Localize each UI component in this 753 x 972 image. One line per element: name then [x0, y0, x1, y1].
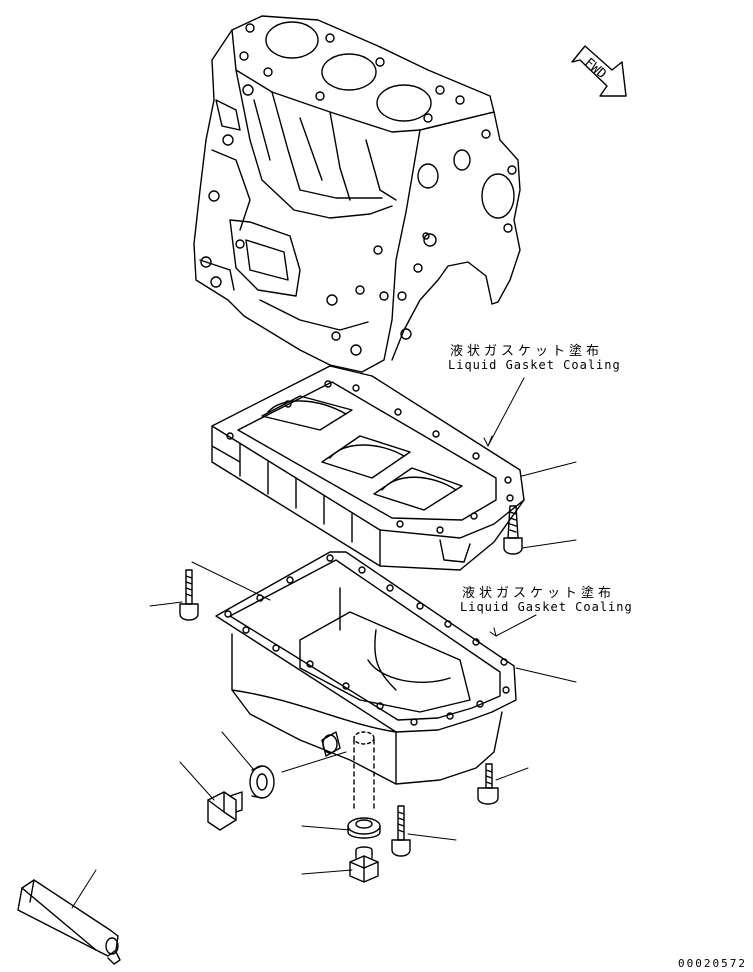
- leader-lines: [71, 377, 577, 909]
- liquid-gasket-tube-icon: [17, 879, 121, 965]
- engine-block: [193, 15, 521, 373]
- upper-gasket-label-jp: 液状ガスケット塗布: [450, 344, 604, 359]
- oil-pan-frame: [211, 365, 525, 571]
- lower-gasket-label-en: Liquid Gasket Coaling: [460, 600, 633, 614]
- pan-bolt-bottom: [391, 805, 411, 857]
- pan-bolt-left: [179, 569, 199, 621]
- drain-washer-side: [249, 765, 275, 799]
- drain-plug-bottom: [349, 846, 379, 883]
- fwd-text: FWD: [581, 56, 609, 83]
- drain-plug-side: [207, 791, 243, 831]
- drawing-number: 00020572: [678, 957, 747, 970]
- drain-washer-bottom: [347, 817, 381, 839]
- fwd-arrow-icon: FWD: [571, 45, 627, 97]
- upper-gasket-label-en: Liquid Gasket Coaling: [448, 358, 621, 372]
- oil-pan: [215, 551, 517, 813]
- lower-gasket-label-jp: 液状ガスケット塗布: [462, 586, 616, 601]
- pan-bolt-right: [477, 763, 499, 805]
